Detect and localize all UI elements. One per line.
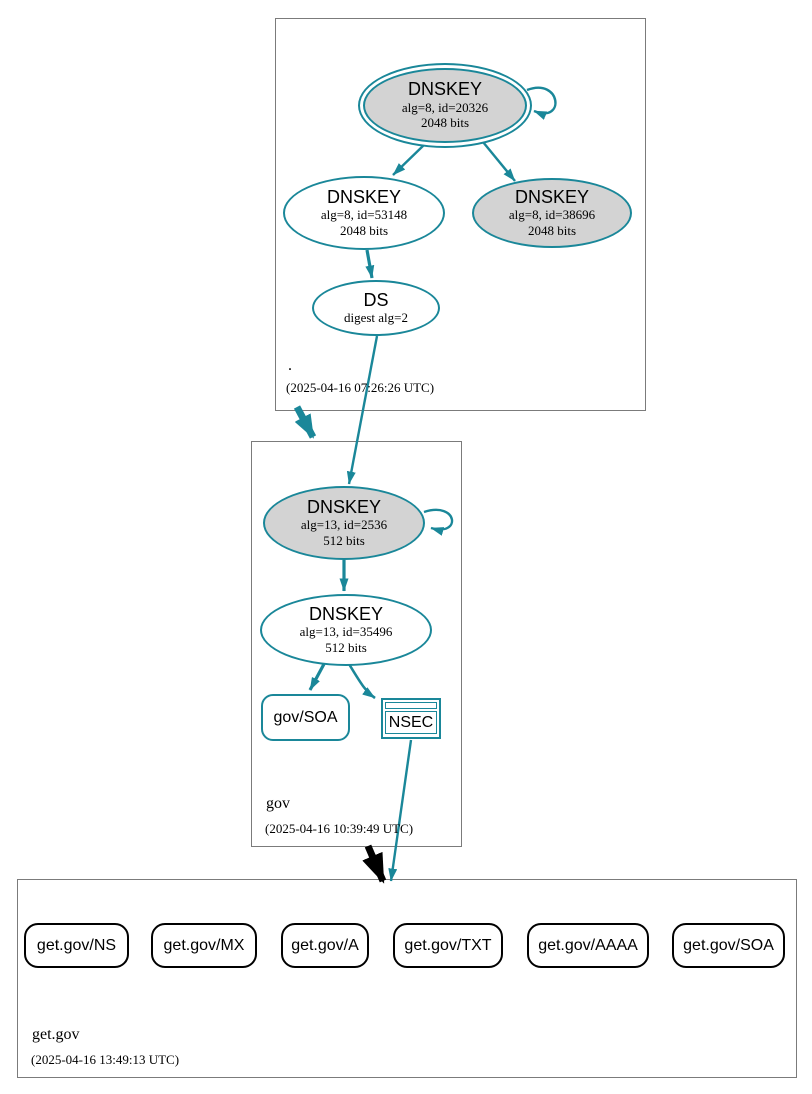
node-title: DNSKEY xyxy=(407,79,483,100)
edge-gov-ksk-selfloop xyxy=(423,508,454,536)
node-root-ksk-dnskey[interactable]: DNSKEY alg=8, id=20326 2048 bits xyxy=(358,63,532,148)
edge-gov-zsk-to-soa xyxy=(308,663,326,691)
node-detail: digest alg=2 xyxy=(343,310,409,326)
zone-name-getgov: get.gov xyxy=(32,1026,80,1043)
node-detail: 2048 bits xyxy=(339,222,389,238)
node-detail: 2048 bits xyxy=(420,115,470,131)
node-getgov-soa[interactable]: get.gov/SOA xyxy=(672,923,785,968)
node-detail: alg=8, id=53148 xyxy=(320,207,408,223)
edge-root-zsk-to-ds xyxy=(365,249,375,279)
node-detail: alg=8, id=20326 xyxy=(401,99,489,115)
node-root-ds[interactable]: DS digest alg=2 xyxy=(312,280,440,336)
node-getgov-mx[interactable]: get.gov/MX xyxy=(151,923,257,968)
node-title: DNSKEY xyxy=(514,186,590,207)
node-detail: 2048 bits xyxy=(527,222,577,238)
node-getgov-aaaa[interactable]: get.gov/AAAA xyxy=(527,923,649,968)
rrset-label: get.gov/SOA xyxy=(683,936,774,954)
node-gov-nsec[interactable]: NSEC xyxy=(381,698,441,739)
rrset-label: get.gov/AAAA xyxy=(538,936,638,954)
node-root-ksk-inner: DNSKEY alg=8, id=20326 2048 bits xyxy=(363,68,527,143)
node-title: DNSKEY xyxy=(326,186,402,207)
node-gov-ksk-dnskey[interactable]: DNSKEY alg=13, id=2536 512 bits xyxy=(263,486,425,560)
node-gov-soa[interactable]: gov/SOA xyxy=(261,694,350,741)
node-title: DNSKEY xyxy=(308,603,384,624)
zone-box-root xyxy=(275,18,646,411)
node-title: DS xyxy=(363,289,389,310)
node-detail: alg=13, id=35496 xyxy=(299,624,393,640)
node-detail: 512 bits xyxy=(323,532,365,548)
edge-root-ksk-to-key3 xyxy=(482,141,516,182)
node-detail: alg=8, id=38696 xyxy=(508,207,596,223)
node-getgov-ns[interactable]: get.gov/NS xyxy=(24,923,129,968)
zone-box-getgov xyxy=(17,879,797,1078)
edge-nsec-to-getgov xyxy=(388,739,413,882)
edge-delegation-gov-getgov xyxy=(362,844,387,884)
zone-timestamp-getgov: (2025-04-16 13:49:13 UTC) xyxy=(31,1052,180,1067)
edge-gov-zsk-to-nsec xyxy=(347,663,376,700)
rrset-label: get.gov/NS xyxy=(36,936,117,954)
rrset-label: get.gov/A xyxy=(291,936,359,954)
zone-timestamp-root: (2025-04-16 07:26:26 UTC) xyxy=(286,380,435,395)
rrset-label: get.gov/TXT xyxy=(404,936,492,954)
zone-name-root: . xyxy=(288,357,292,374)
node-detail: alg=13, id=2536 xyxy=(300,517,388,533)
edge-delegation-root-gov xyxy=(293,405,317,439)
node-getgov-txt[interactable]: get.gov/TXT xyxy=(393,923,503,968)
nsec-label: NSEC xyxy=(385,711,437,734)
edge-root-ksk-selfloop xyxy=(526,86,557,120)
zone-name-gov: gov xyxy=(266,795,290,812)
node-root-dnskey-38696[interactable]: DNSKEY alg=8, id=38696 2048 bits xyxy=(472,178,632,248)
node-detail: 512 bits xyxy=(325,639,367,655)
node-getgov-a[interactable]: get.gov/A xyxy=(281,923,369,968)
rrset-label: gov/SOA xyxy=(273,708,338,726)
edge-ds-to-gov-ksk xyxy=(346,335,379,485)
node-title: DNSKEY xyxy=(306,496,382,517)
zone-timestamp-gov: (2025-04-16 10:39:49 UTC) xyxy=(265,821,414,836)
node-gov-zsk-dnskey[interactable]: DNSKEY alg=13, id=35496 512 bits xyxy=(260,594,432,666)
edge-root-ksk-to-zsk xyxy=(392,143,426,176)
nsec-band xyxy=(385,702,437,709)
rrset-label: get.gov/MX xyxy=(163,936,245,954)
node-root-zsk-dnskey[interactable]: DNSKEY alg=8, id=53148 2048 bits xyxy=(283,176,445,250)
